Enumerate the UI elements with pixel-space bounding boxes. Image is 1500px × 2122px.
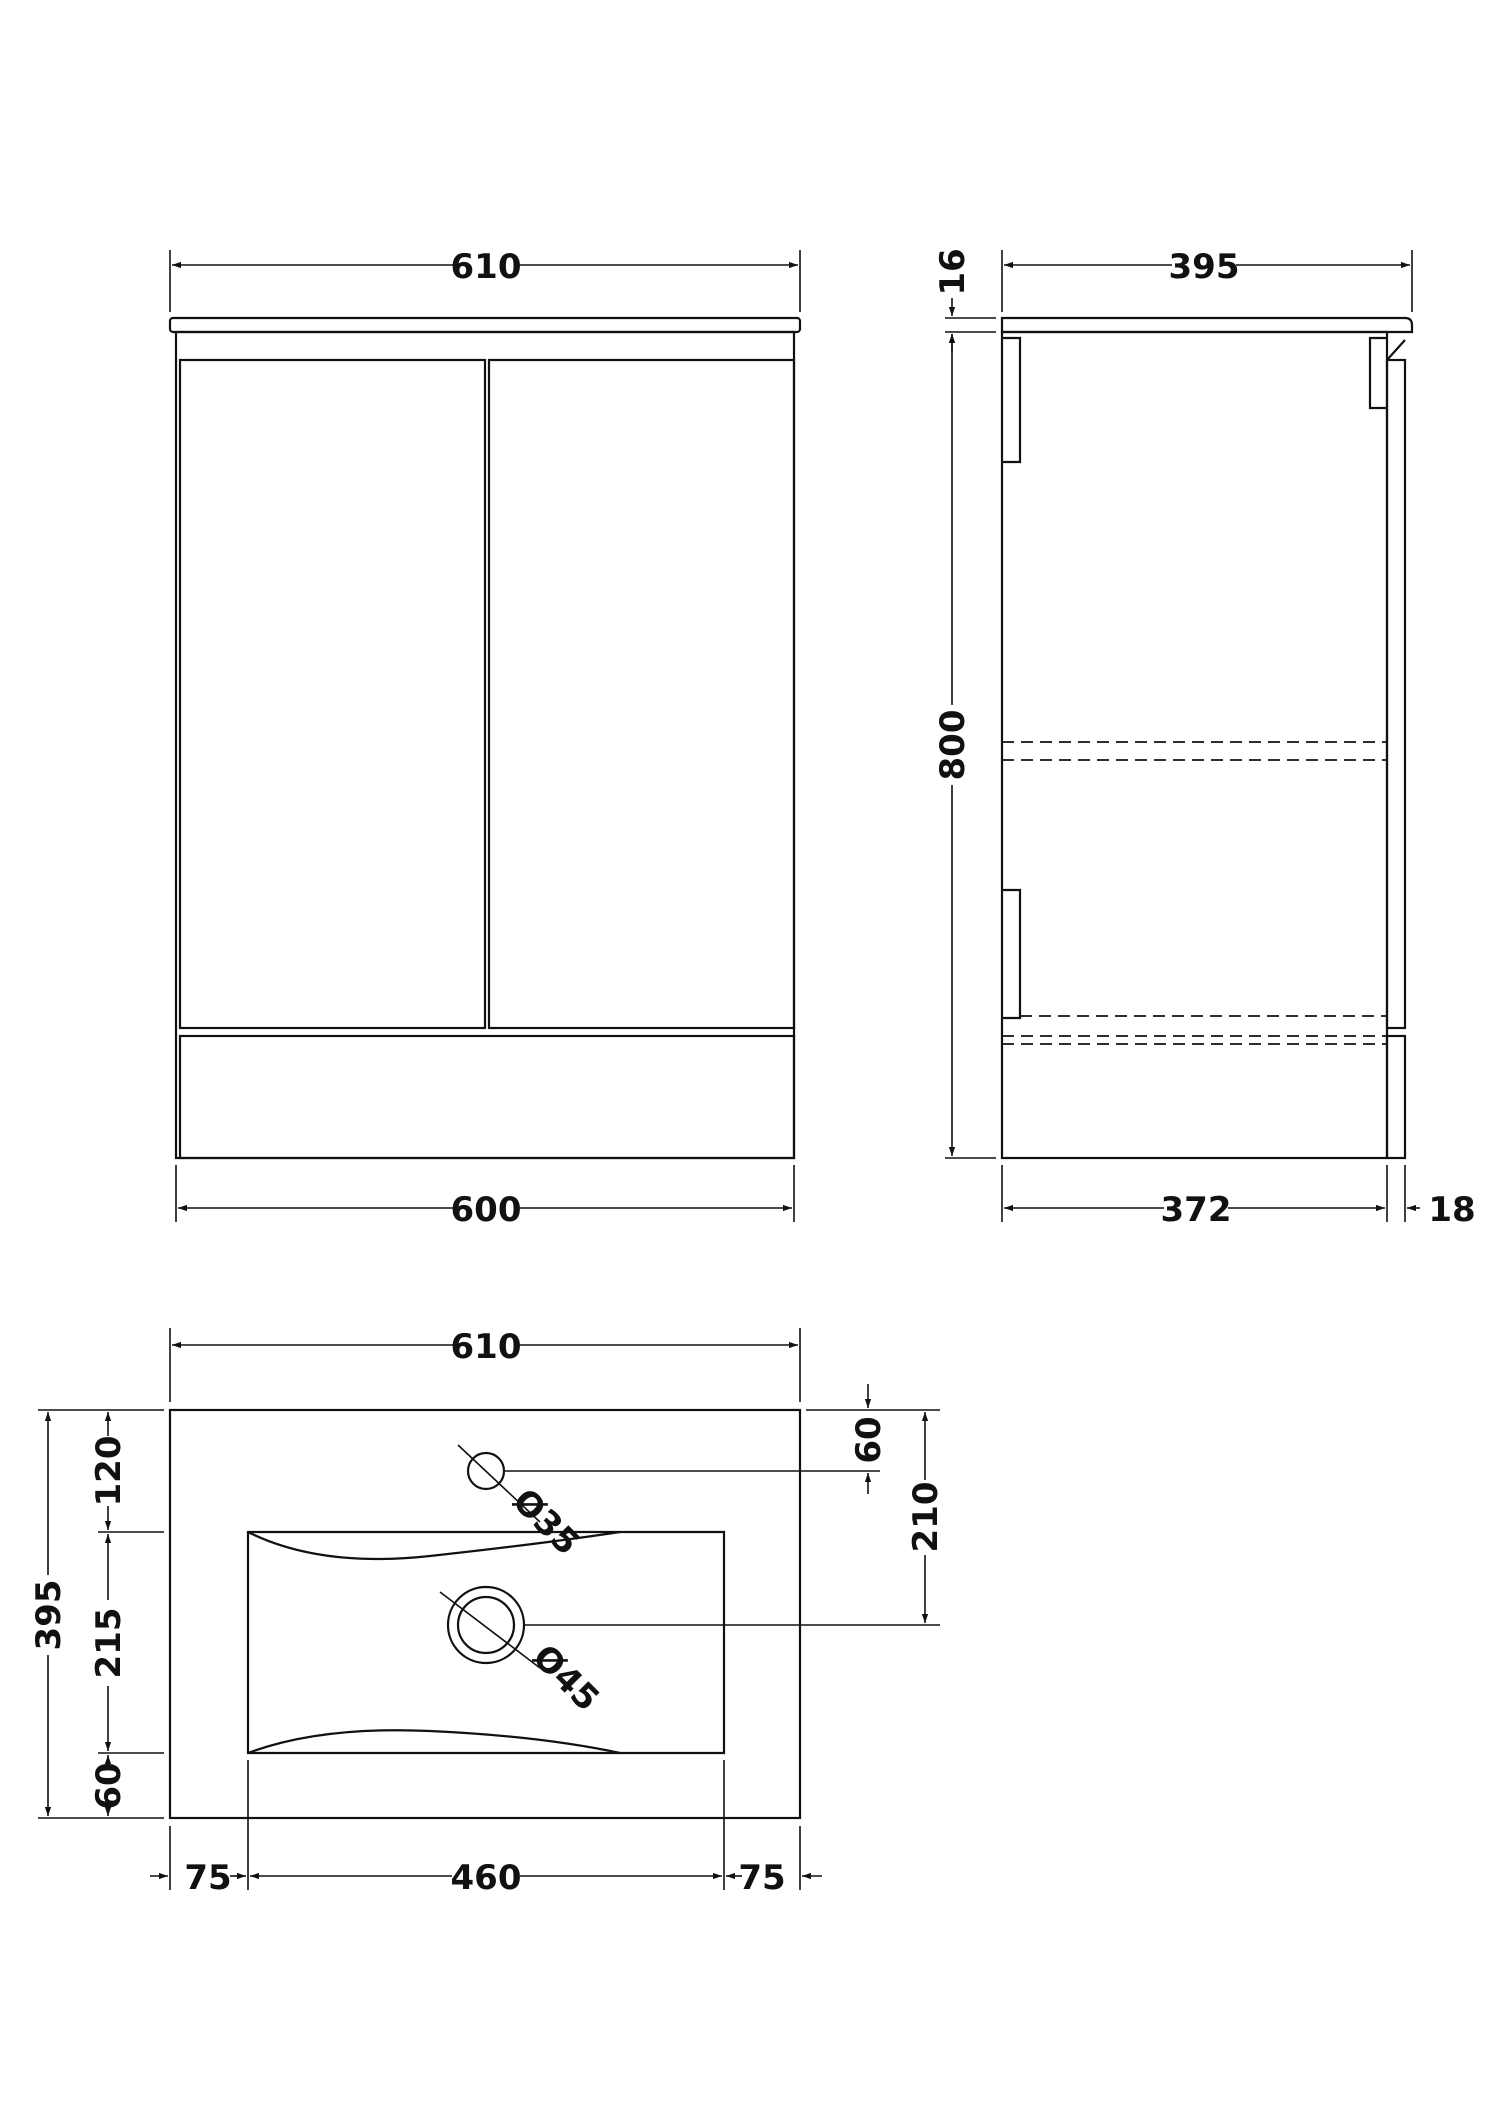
basin-right-margin-label: 75	[738, 1858, 785, 1898]
side-door-thickness-label: 18	[1428, 1190, 1475, 1230]
basin-left-margin-label: 75	[184, 1858, 231, 1898]
basin-back-margin-label: 120	[89, 1436, 129, 1507]
side-door-edge	[1385, 358, 1407, 1030]
side-height-label: 800	[933, 710, 973, 781]
front-worktop	[168, 316, 802, 334]
front-top-width-label: 610	[451, 247, 522, 287]
side-hinge-bottom-left	[1002, 888, 1022, 1020]
waste-diameter-label: Ø45	[525, 1637, 607, 1719]
basin-depth-label: 395	[29, 1580, 69, 1651]
basin-bowl-curve-bottom	[247, 1729, 621, 1755]
side-top-thickness-label: 16	[933, 248, 973, 295]
side-body-depth-label: 372	[1161, 1190, 1232, 1230]
front-left-door	[178, 358, 487, 1030]
tap-hole-offset-label: 60	[849, 1416, 889, 1463]
front-view: 610 600	[168, 247, 802, 1230]
waste-outer	[446, 1585, 526, 1665]
side-hinge-top-left	[1002, 336, 1022, 464]
front-right-door	[487, 358, 796, 1030]
basin-bowl-curve-top	[247, 1530, 621, 1561]
side-carcass	[1000, 330, 1389, 1160]
side-drawer-edge	[1385, 1034, 1407, 1160]
basin-width-label: 610	[451, 1327, 522, 1367]
tap-hole-diameter-label: Ø35	[505, 1481, 587, 1563]
side-top-depth-label: 395	[1169, 247, 1240, 287]
side-view: 395 16 800 372 18	[933, 247, 1476, 1230]
front-bottom-width-label: 600	[451, 1190, 522, 1230]
front-drawer	[178, 1034, 796, 1160]
basin-bowl	[246, 1530, 726, 1755]
basin-bowl-width-label: 460	[451, 1858, 522, 1898]
side-hinge-top-right	[1368, 336, 1387, 410]
waste-inner	[456, 1595, 516, 1655]
waste-offset-label: 210	[906, 1482, 946, 1553]
basin-bowl-depth-label: 215	[89, 1608, 129, 1679]
basin-front-margin-label: 60	[89, 1762, 129, 1809]
basin-plan-view: Ø35 Ø45 610 395 120 215 60	[29, 1327, 946, 1898]
basin-outline	[168, 1408, 802, 1820]
side-worktop	[1000, 316, 1414, 334]
